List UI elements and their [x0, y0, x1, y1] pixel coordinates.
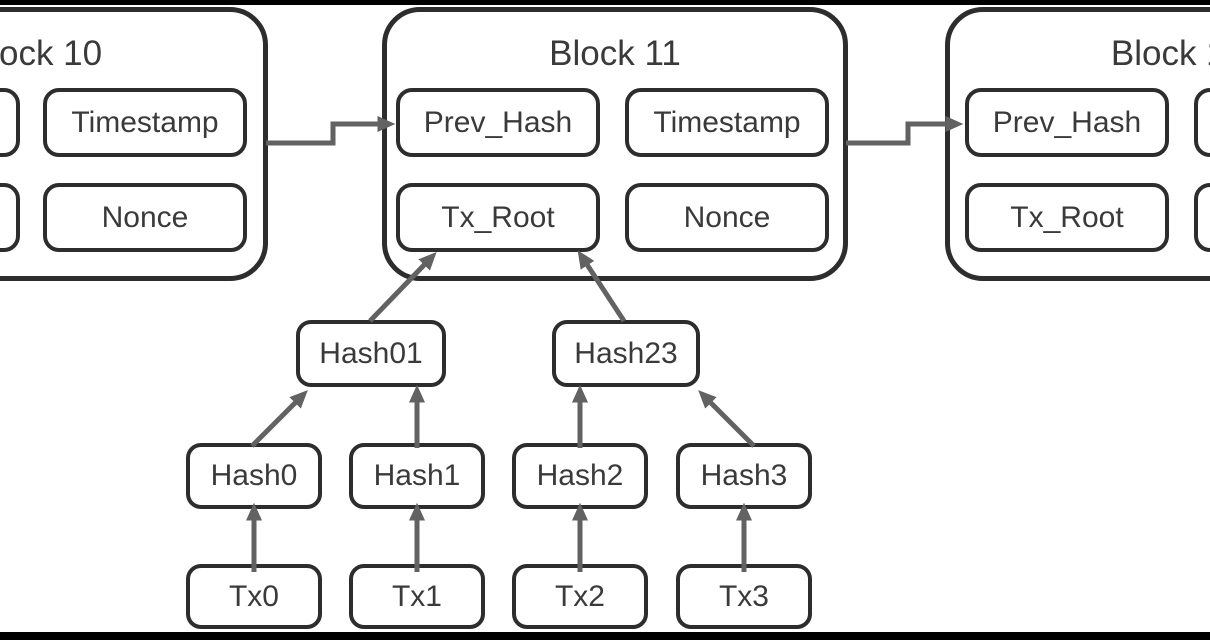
- block-10-timestamp-label: Timestamp: [71, 105, 219, 139]
- block-12-field-timestamp: Timestamp: [1194, 88, 1210, 157]
- hash01-label: Hash01: [319, 336, 423, 370]
- merkle-node-hash3: Hash3: [676, 443, 812, 509]
- block-11-field-nonce: Nonce: [625, 183, 829, 252]
- block-12-field-nonce: Nonce: [1194, 183, 1210, 252]
- hash1-label: Hash1: [373, 459, 461, 492]
- merkle-node-hash2: Hash2: [512, 443, 648, 509]
- arrow-block10-to-block11-prev-hash: [266, 115, 396, 146]
- block-11-field-prev-hash: Prev_Hash: [396, 88, 600, 157]
- letterbox-bottom-bar: [0, 632, 1210, 640]
- merkle-node-tx0: Tx0: [186, 564, 322, 629]
- merkle-node-hash0: Hash0: [186, 443, 322, 509]
- block-11-field-tx-root: Tx_Root: [396, 183, 600, 252]
- block-10-title: Block 10: [0, 34, 103, 73]
- tx3-label: Tx3: [718, 579, 769, 613]
- merkle-node-tx1: Tx1: [349, 564, 485, 629]
- block-10-field-tx-root: Tx_Root: [0, 183, 20, 252]
- hash0-label: Hash0: [210, 459, 298, 492]
- merkle-node-hash01: Hash01: [296, 320, 446, 387]
- merkle-node-tx2: Tx2: [512, 564, 648, 629]
- merkle-node-hash23: Hash23: [552, 320, 700, 387]
- tx0-label: Tx0: [228, 579, 279, 613]
- block-10-field-prev-hash: Prev_Hash: [0, 88, 20, 157]
- block-11-field-timestamp: Timestamp: [625, 88, 829, 157]
- block-10-field-timestamp: Timestamp: [43, 88, 247, 157]
- hash2-label: Hash2: [536, 459, 624, 492]
- merkle-node-tx3: Tx3: [676, 564, 812, 629]
- block-11-prev-hash-label: Prev_Hash: [423, 105, 573, 139]
- block-12-field-tx-root: Tx_Root: [965, 183, 1169, 252]
- letterbox-top-bar: [0, 0, 1210, 5]
- block-10-nonce-label: Nonce: [101, 200, 189, 234]
- block-12-tx-root-label: Tx_Root: [1010, 200, 1124, 234]
- hash3-label: Hash3: [700, 459, 788, 492]
- arrow-hash0-to-hash01: [250, 390, 308, 448]
- arrow-hash3-to-hash23: [698, 390, 756, 448]
- block-11-timestamp-label: Timestamp: [653, 105, 801, 139]
- tx1-label: Tx1: [391, 579, 442, 613]
- block-10-field-nonce: Nonce: [43, 183, 247, 252]
- block-11-tx-root-label: Tx_Root: [441, 200, 555, 234]
- tx2-label: Tx2: [554, 579, 605, 613]
- hash23-label: Hash23: [574, 336, 678, 370]
- block-11-nonce-label: Nonce: [683, 200, 771, 234]
- arrow-block11-to-block12-prev-hash: [846, 115, 964, 146]
- block-11-title: Block 11: [549, 34, 681, 73]
- block-12-field-prev-hash: Prev_Hash: [965, 88, 1169, 157]
- block-12-prev-hash-label: Prev_Hash: [992, 105, 1142, 139]
- merkle-node-hash1: Hash1: [349, 443, 485, 509]
- block-12-title: Block 12: [1110, 34, 1210, 73]
